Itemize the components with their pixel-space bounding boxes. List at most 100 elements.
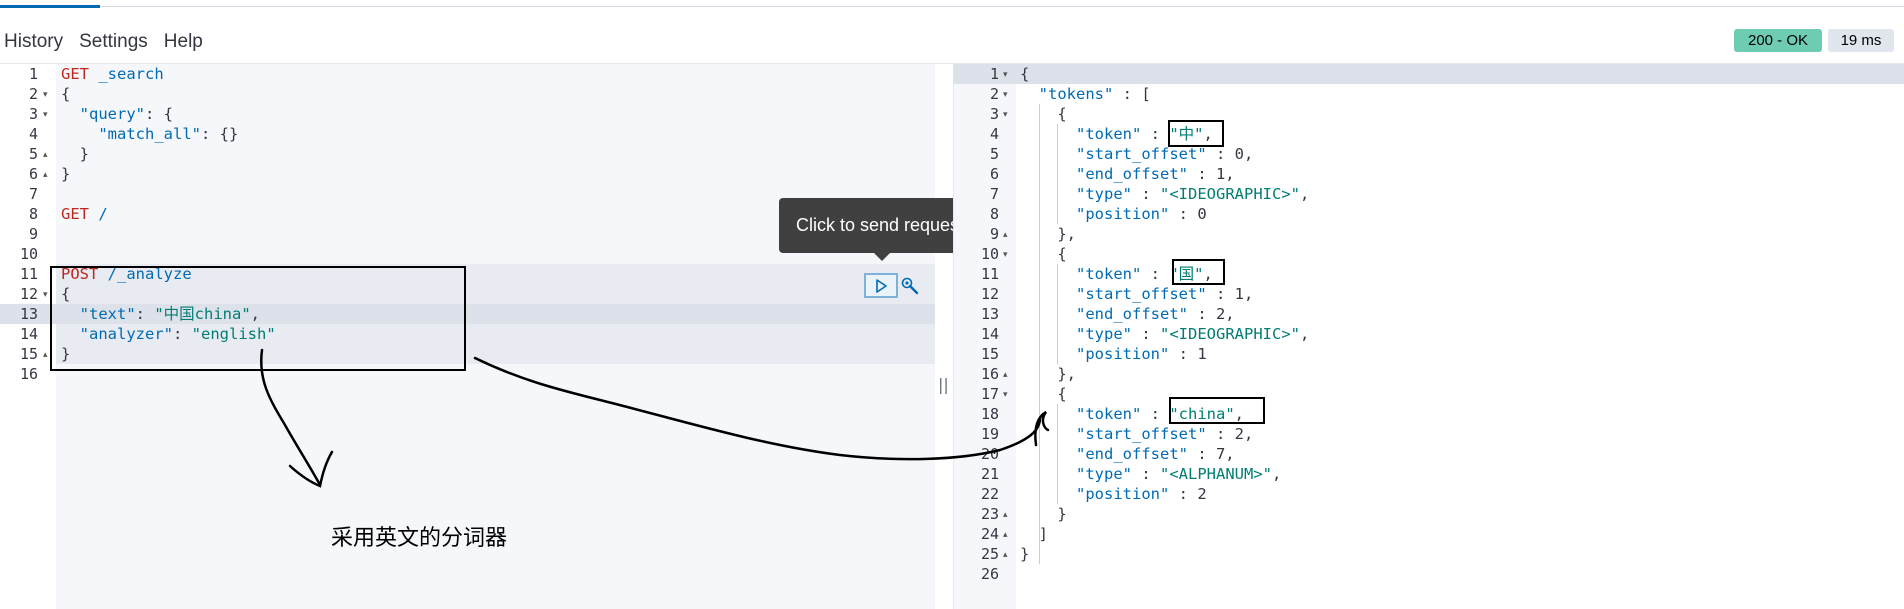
code-line[interactable]: }, bbox=[1020, 224, 1076, 244]
code-token bbox=[1020, 185, 1076, 203]
code-line[interactable]: } bbox=[61, 144, 89, 164]
code-token: "type" bbox=[1076, 185, 1132, 203]
fold-expand-icon[interactable]: ▴ bbox=[1003, 509, 1008, 519]
fold-expand-icon[interactable]: ▴ bbox=[1003, 549, 1008, 559]
code-line[interactable]: "start_offset" : 2, bbox=[1020, 424, 1253, 444]
code-line[interactable]: "end_offset" : 1, bbox=[1020, 164, 1235, 184]
fold-collapse-icon[interactable]: ▾ bbox=[1003, 69, 1008, 79]
code-line[interactable]: GET / bbox=[61, 204, 108, 224]
code-line[interactable]: } bbox=[1020, 544, 1029, 564]
code-token: : 0, bbox=[1206, 145, 1254, 163]
code-line[interactable]: ] bbox=[1020, 524, 1048, 544]
code-token: : 0 bbox=[1169, 205, 1207, 223]
code-line[interactable]: { bbox=[1020, 384, 1067, 404]
code-token: : bbox=[173, 325, 192, 343]
active-line-highlight bbox=[0, 304, 935, 324]
code-token bbox=[61, 125, 98, 143]
code-line[interactable]: { bbox=[1020, 64, 1029, 84]
code-token: "type" bbox=[1076, 325, 1132, 343]
code-line[interactable]: } bbox=[1020, 504, 1067, 524]
fold-collapse-icon[interactable]: ▾ bbox=[1003, 89, 1008, 99]
settings-menu[interactable]: Settings bbox=[79, 31, 148, 52]
code-line[interactable]: "end_offset" : 7, bbox=[1020, 444, 1235, 464]
code-token: "中" bbox=[1169, 125, 1204, 143]
code-token bbox=[1020, 445, 1076, 463]
line-number: 6 bbox=[28, 165, 38, 183]
code-line[interactable]: GET _search bbox=[61, 64, 164, 84]
code-token: : 2, bbox=[1206, 425, 1254, 443]
code-line[interactable]: { bbox=[1020, 104, 1066, 124]
code-line[interactable]: "query": { bbox=[61, 104, 173, 124]
code-line[interactable]: } bbox=[61, 164, 70, 184]
code-token: : bbox=[1141, 125, 1170, 143]
code-line[interactable]: "type" : "<IDEOGRAPHIC>", bbox=[1020, 324, 1309, 344]
code-token: : bbox=[1132, 185, 1160, 203]
code-token: "tokens" bbox=[1038, 85, 1114, 103]
request-actions-button[interactable] bbox=[900, 276, 920, 296]
fold-collapse-icon[interactable]: ▾ bbox=[43, 89, 48, 99]
code-line[interactable]: } bbox=[61, 344, 70, 364]
send-request-button[interactable] bbox=[864, 273, 898, 298]
code-token: } bbox=[1020, 505, 1067, 523]
fold-expand-icon[interactable]: ▴ bbox=[1003, 369, 1008, 379]
code-token: , bbox=[1203, 125, 1213, 143]
line-number: 19 bbox=[980, 425, 999, 443]
code-token bbox=[1020, 125, 1076, 143]
fold-collapse-icon[interactable]: ▾ bbox=[1003, 389, 1008, 399]
code-token: "end_offset" bbox=[1076, 445, 1188, 463]
fold-collapse-icon[interactable]: ▾ bbox=[43, 109, 48, 119]
fold-expand-icon[interactable]: ▴ bbox=[43, 149, 48, 159]
code-line[interactable]: "type" : "<IDEOGRAPHIC>", bbox=[1020, 184, 1309, 204]
code-line[interactable]: "start_offset" : 1, bbox=[1020, 284, 1253, 304]
fold-collapse-icon[interactable]: ▾ bbox=[1003, 249, 1008, 259]
line-number: 12 bbox=[19, 285, 38, 303]
code-token: ] bbox=[1020, 525, 1048, 543]
fold-expand-icon[interactable]: ▴ bbox=[43, 169, 48, 179]
code-token: { bbox=[1020, 385, 1067, 403]
code-token bbox=[1020, 465, 1076, 483]
code-token bbox=[1020, 205, 1076, 223]
code-line[interactable]: "end_offset" : 2, bbox=[1020, 304, 1235, 324]
code-line[interactable]: POST /_analyze bbox=[61, 264, 192, 284]
code-line[interactable]: "type" : "<ALPHANUM>", bbox=[1020, 464, 1281, 484]
history-menu[interactable]: History bbox=[4, 31, 64, 52]
code-line[interactable]: "tokens" : [ bbox=[1020, 84, 1151, 104]
code-line[interactable]: "analyzer": "english" bbox=[61, 324, 276, 344]
code-token: "start_offset" bbox=[1076, 145, 1207, 163]
line-number: 13 bbox=[19, 305, 38, 323]
code-token bbox=[1020, 305, 1076, 323]
code-token bbox=[1020, 425, 1076, 443]
token-china-box bbox=[1169, 397, 1265, 424]
code-token: "<IDEOGRAPHIC>" bbox=[1160, 185, 1300, 203]
code-line[interactable]: "token" : "国", bbox=[1020, 264, 1213, 284]
code-token: "end_offset" bbox=[1076, 165, 1188, 183]
code-line[interactable]: "token" : "中", bbox=[1020, 124, 1213, 144]
response-gutter bbox=[953, 64, 1016, 609]
code-line[interactable]: "position" : 2 bbox=[1020, 484, 1207, 504]
fold-expand-icon[interactable]: ▴ bbox=[1003, 529, 1008, 539]
code-line[interactable]: "token" : "china", bbox=[1020, 404, 1244, 424]
code-line[interactable]: "start_offset" : 0, bbox=[1020, 144, 1253, 164]
code-line[interactable]: { bbox=[61, 284, 70, 304]
code-line[interactable]: }, bbox=[1020, 364, 1076, 384]
code-line[interactable]: "position" : 1 bbox=[1020, 344, 1207, 364]
pane-resizer[interactable]: || bbox=[938, 375, 949, 394]
fold-expand-icon[interactable]: ▴ bbox=[1003, 229, 1008, 239]
fold-collapse-icon[interactable]: ▾ bbox=[43, 289, 48, 299]
code-token: , bbox=[1271, 465, 1282, 483]
code-line[interactable]: { bbox=[61, 84, 70, 104]
code-line[interactable]: "position" : 0 bbox=[1020, 204, 1207, 224]
code-line[interactable]: { bbox=[1020, 244, 1066, 264]
code-line[interactable]: "text": "中国china", bbox=[61, 304, 260, 324]
line-number: 7 bbox=[28, 185, 38, 203]
code-token: "国" bbox=[1169, 265, 1204, 283]
fold-collapse-icon[interactable]: ▾ bbox=[1003, 109, 1008, 119]
response-viewer[interactable]: 1▾{2▾ "tokens" : [3▾ {4 "token" : "中",5 … bbox=[953, 64, 1904, 609]
help-menu[interactable]: Help bbox=[163, 31, 203, 52]
code-token bbox=[1020, 145, 1076, 163]
code-line[interactable]: "match_all": {} bbox=[61, 124, 238, 144]
line-number: 10 bbox=[980, 245, 999, 263]
line-number: 11 bbox=[980, 265, 999, 283]
fold-expand-icon[interactable]: ▴ bbox=[43, 349, 48, 359]
